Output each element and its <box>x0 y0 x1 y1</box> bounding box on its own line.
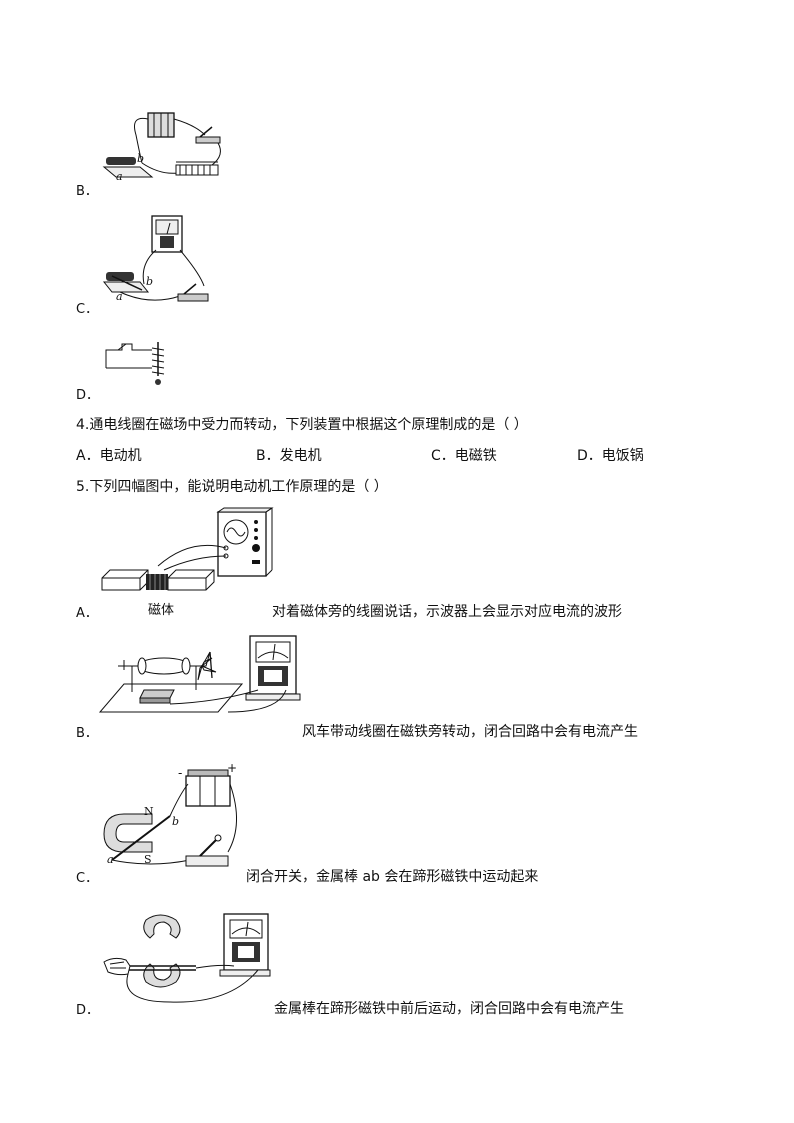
q3-option-d-label[interactable]: D． <box>76 388 100 403</box>
q5-option-b-figure <box>98 635 301 713</box>
q3-option-c-a-label: a <box>116 290 123 303</box>
q5-option-a-label[interactable]: A． <box>76 606 98 621</box>
q5-option-d-figure <box>103 913 271 1003</box>
q5-option-b-label[interactable]: B． <box>76 726 98 741</box>
q5-option-a-figure <box>101 507 274 591</box>
q5-stem: 5.下列四幅图中，能说明电动机工作原理的是（ ） <box>76 479 388 495</box>
q4-option-c[interactable]: C．电磁铁 <box>431 448 497 464</box>
q5-option-c-s-label: S <box>144 853 152 866</box>
q5-option-c-caption: 闭合开关，金属棒 ab 会在蹄形磁铁中运动起来 <box>246 869 539 885</box>
q3-option-b-figure <box>102 112 221 178</box>
q5-option-c-n-label: N <box>144 805 154 818</box>
q5-option-a-caption: 对着磁体旁的线圈说话，示波器上会显示对应电流的波形 <box>272 604 622 620</box>
q4-option-a[interactable]: A．电动机 <box>76 448 142 464</box>
q4-option-d[interactable]: D．电饭锅 <box>577 448 644 464</box>
q5-option-a-magnet-label: 磁体 <box>148 603 175 618</box>
q3-option-c-b-label: b <box>146 275 154 288</box>
q3-option-b-a-label: a <box>116 170 123 183</box>
q3-option-c-figure <box>102 215 209 302</box>
q5-option-b-caption: 风车带动线圈在磁铁旁转动，闭合回路中会有电流产生 <box>302 724 638 740</box>
q5-option-c-minus: - <box>178 766 183 780</box>
q3-option-c-label[interactable]: C． <box>76 302 99 317</box>
q5-option-d-caption: 金属棒在蹄形磁铁中前后运动，闭合回路中会有电流产生 <box>274 1001 624 1017</box>
q5-option-c-b-label: b <box>172 815 180 828</box>
q4-stem: 4.通电线圈在磁场中受力而转动，下列装置中根据这个原理制成的是（ ） <box>76 417 528 433</box>
q3-option-b-label[interactable]: B． <box>76 184 98 199</box>
q5-option-d-label[interactable]: D． <box>76 1003 100 1018</box>
q4-option-b[interactable]: B．发电机 <box>256 448 322 464</box>
q5-option-c-a-label: a <box>107 853 114 866</box>
q5-option-c-plus: + <box>227 761 238 775</box>
q3-option-b-b-label: b <box>137 152 145 165</box>
q5-option-c-figure <box>103 769 238 867</box>
q5-option-c-label[interactable]: C． <box>76 871 99 886</box>
q3-option-d-figure <box>105 342 165 385</box>
